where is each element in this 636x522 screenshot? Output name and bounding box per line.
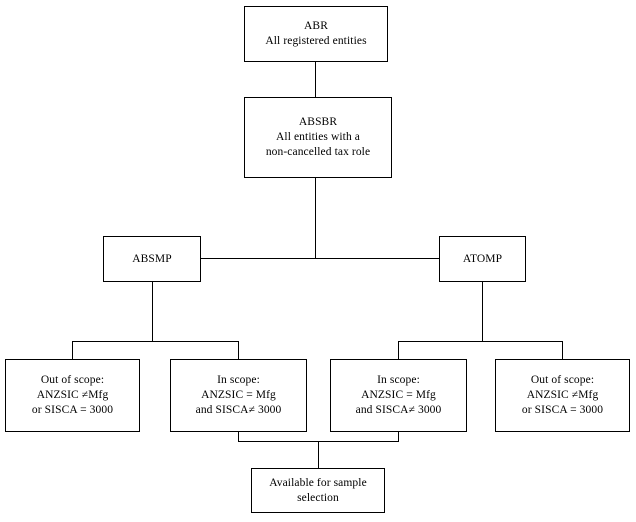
edge-atomp-down: [482, 282, 483, 341]
edge-absmp-to-in-scope: [238, 341, 239, 359]
edge-absmp-atomp-bar: [201, 258, 439, 259]
node-available-line-0: Available for sample: [269, 476, 367, 489]
node-abr[interactable]: ABR All registered entities: [244, 6, 388, 62]
node-atomp-out-of-scope[interactable]: Out of scope: ANZSIC ≠Mfg or SISCA = 300…: [495, 359, 630, 432]
node-atomp-out-of-scope-line-1: ANZSIC ≠Mfg: [526, 389, 599, 401]
node-atomp-line-0: ATOMP: [462, 252, 503, 265]
node-absbr-line-1: All entities with a: [276, 131, 360, 143]
node-absmp-in-scope-line-2: and SISCA≠ 3000: [195, 404, 282, 416]
node-atomp-out-of-scope-line-0: Out of scope:: [530, 374, 595, 386]
edge-absmp-split-bar: [72, 341, 239, 342]
node-atomp-in-scope-line-1: ANZSIC = Mfg: [361, 389, 436, 401]
node-atomp-in-scope-line-2: and SISCA≠ 3000: [355, 404, 442, 416]
node-atomp[interactable]: ATOMP: [439, 236, 526, 282]
edge-merge-to-available: [318, 441, 319, 468]
node-absmp-in-scope-line-1: ANZSIC = Mfg: [201, 389, 276, 401]
node-absmp-line-0: ABSMP: [132, 252, 172, 265]
edge-absmp-down: [152, 282, 153, 341]
node-absmp-in-scope[interactable]: In scope: ANZSIC = Mfg and SISCA≠ 3000: [170, 359, 307, 432]
node-absmp-in-scope-line-0: In scope:: [217, 374, 260, 386]
node-absbr[interactable]: ABSBR All entities with a non-cancelled …: [244, 97, 392, 178]
node-absmp-out-of-scope-line-0: Out of scope:: [40, 374, 105, 386]
node-atomp-in-scope[interactable]: In scope: ANZSIC = Mfg and SISCA≠ 3000: [330, 359, 467, 432]
edge-absbr-down: [315, 178, 316, 259]
node-absmp[interactable]: ABSMP: [103, 236, 201, 282]
edge-atomp-in-scope-down: [398, 432, 399, 442]
edge-absmp-to-out-of-scope: [72, 341, 73, 359]
node-abr-line-0: ABR: [304, 20, 328, 32]
node-abr-line-1: All registered entities: [265, 35, 367, 47]
node-atomp-out-of-scope-line-2: or SISCA = 3000: [521, 404, 604, 416]
node-absmp-out-of-scope[interactable]: Out of scope: ANZSIC ≠Mfg or SISCA = 300…: [5, 359, 140, 432]
edge-abr-to-absbr: [315, 62, 316, 98]
node-absbr-line-0: ABSBR: [298, 116, 338, 128]
node-available-for-sample-selection[interactable]: Available for sample selection: [251, 468, 385, 513]
node-absmp-out-of-scope-line-1: ANZSIC ≠Mfg: [36, 389, 109, 401]
node-available-line-1: selection: [297, 491, 339, 504]
node-atomp-in-scope-line-0: In scope:: [377, 374, 420, 386]
node-absmp-out-of-scope-line-2: or SISCA = 3000: [31, 404, 114, 416]
edge-atomp-to-out-of-scope: [562, 341, 563, 359]
edge-atomp-split-bar: [398, 341, 563, 342]
node-absbr-line-2: non-cancelled tax role: [265, 146, 371, 158]
edge-absmp-in-scope-down: [238, 432, 239, 442]
edge-atomp-to-in-scope: [398, 341, 399, 359]
